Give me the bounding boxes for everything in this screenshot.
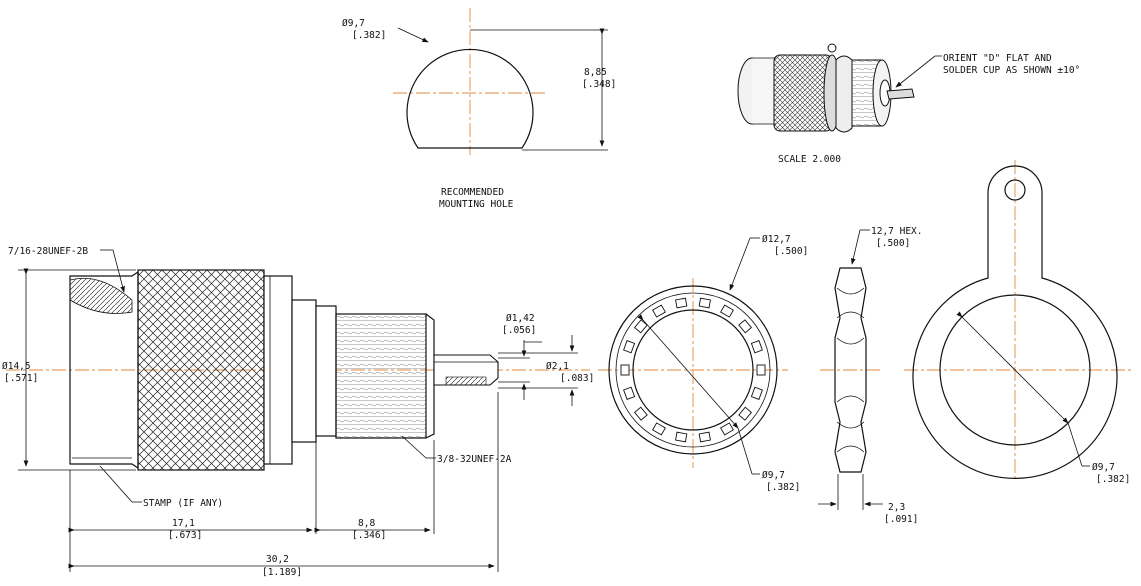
hexnut-size-in: [.500]: [876, 238, 910, 249]
lockwasher-view: Ø9,7 [.382] Ø12,7 [.500]: [598, 234, 808, 493]
hexnut-thick-mm: 2,3: [888, 502, 905, 513]
len2-mm: 8,8: [358, 518, 375, 529]
body-dia-in: [.571]: [4, 373, 38, 384]
thread-bottom-label: 3/8-32UNEF-2A: [437, 454, 512, 465]
lug-ring: [939, 294, 1091, 446]
len1-in: [.673]: [168, 530, 202, 541]
washer-inner: [632, 309, 754, 431]
hole-dia-in: [.382]: [352, 30, 386, 41]
orient-note-line2: SOLDER CUP AS SHOWN ±10°: [943, 65, 1080, 76]
washer-tooth: [720, 304, 734, 318]
washer-tooth: [633, 406, 648, 421]
washer-tooth: [652, 422, 666, 436]
cup-dia-in: [.083]: [560, 373, 594, 384]
lug-id-mm: Ø9,7: [1092, 462, 1115, 473]
hexnut-size-mm: 12,7 HEX.: [871, 226, 922, 237]
washer-id-mm: Ø9,7: [762, 470, 785, 481]
pin-dia-mm: Ø1,42: [506, 313, 535, 324]
stamp-label: STAMP (IF ANY): [143, 498, 223, 509]
washer-tooth: [698, 431, 711, 443]
total-mm: 30,2: [266, 554, 289, 565]
washer-tooth: [720, 422, 734, 436]
len1-mm: 17,1: [172, 518, 195, 529]
connector-3d-view: ORIENT "D" FLAT AND SOLDER CUP AS SHOWN …: [737, 43, 1080, 165]
hole-height-mm: 8,85: [584, 67, 607, 78]
scale-label: SCALE 2.000: [778, 154, 841, 165]
connector-side-view: Ø1,42 [.056] Ø2,1 [.083] Ø14,5 [.571] 7/…: [2, 246, 594, 578]
lug-id-in: [.382]: [1096, 474, 1130, 485]
hexnut-view: 12,7 HEX. [.500] 2,3 [.091]: [818, 226, 922, 525]
washer-tooth: [750, 340, 763, 354]
orient-note-line1: ORIENT "D" FLAT AND: [943, 53, 1052, 64]
len2-in: [.346]: [352, 530, 386, 541]
cup-dia-mm: Ø2,1: [546, 361, 569, 372]
hole-height-in: [.348]: [582, 79, 616, 90]
washer-tooth: [623, 340, 636, 354]
hexnut-thick-in: [.091]: [884, 514, 918, 525]
total-in: [1.189]: [262, 567, 302, 578]
washer-od-mm: Ø12,7: [762, 234, 791, 245]
hole-caption-line2: MOUNTING HOLE: [439, 199, 514, 210]
lug-hole: [1004, 179, 1026, 201]
solder-lug-view: Ø9,7 [.382]: [904, 160, 1132, 485]
pin-dia-in: [.056]: [502, 325, 536, 336]
hole-dia-mm: Ø9,7: [342, 18, 365, 29]
washer-tooth: [756, 364, 766, 376]
washer-teeth: [620, 297, 766, 443]
washer-tooth: [675, 431, 688, 443]
washer-tooth: [623, 386, 636, 400]
washer-tooth: [675, 297, 688, 309]
hole-caption-line1: RECOMMENDED: [441, 187, 504, 198]
washer-tooth: [620, 364, 630, 376]
washer-tooth: [633, 319, 648, 334]
hole-dia-leader: [397, 27, 429, 43]
washer-id-in: [.382]: [766, 482, 800, 493]
washer-tooth: [652, 304, 666, 318]
washer-tooth: [750, 386, 763, 400]
mounting-hole-view: Ø9,7 [.382] 8,85 [.348] RECOMMENDED MOUN…: [342, 8, 616, 210]
washer-tooth: [738, 406, 753, 421]
washer-tooth: [698, 297, 711, 309]
washer-tooth: [738, 319, 753, 334]
d-flat-hole: [406, 48, 534, 149]
lug-outline: [912, 165, 1118, 479]
washer-od-in: [.500]: [774, 246, 808, 257]
washer-outer: [608, 285, 778, 455]
body-dia-mm: Ø14,5: [2, 361, 31, 372]
washer-id-dim: [637, 314, 739, 429]
thread-top-label: 7/16-28UNEF-2B: [8, 246, 88, 257]
